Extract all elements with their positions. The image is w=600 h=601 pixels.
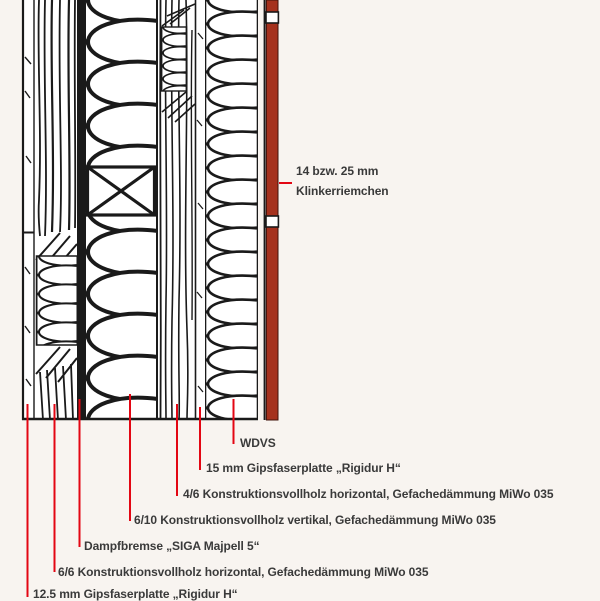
layer-gypsum-12-5 xyxy=(21,0,35,420)
layer-vapour-barrier xyxy=(77,0,84,420)
layer-gypsum-15 xyxy=(194,0,204,420)
layer-kvh-6-10 xyxy=(84,0,158,420)
label-kvh-6-10: 6/10 Konstruktionsvollholz vertikal, Gef… xyxy=(134,513,496,527)
label-klinker-line2: Klinkerriemchen xyxy=(296,184,389,198)
leader-lines xyxy=(26,182,292,597)
label-gypsum-12-5: 12.5 mm Gipsfaserplatte „Rigidur H“ xyxy=(33,587,238,601)
layer-wdvs xyxy=(205,0,258,420)
label-kvh-4-6: 4/6 Konstruktionsvollholz horizontal, Ge… xyxy=(183,487,554,501)
label-wdvs: WDVS xyxy=(240,436,276,450)
label-kvh-6-6: 6/6 Konstruktionsvollholz horizontal, Ge… xyxy=(58,565,429,579)
mortar-joint xyxy=(265,11,280,24)
layer-klinker xyxy=(265,0,280,421)
layer-kvh-6-6 xyxy=(35,0,79,421)
label-klinker-line1: 14 bzw. 25 mm xyxy=(296,164,379,178)
label-klinker: 14 bzw. 25 mm Klinkerriemchen xyxy=(296,161,389,201)
label-gypsum-15: 15 mm Gipsfaserplatte „Rigidur H“ xyxy=(206,461,401,475)
layer-adhesive-line xyxy=(263,0,266,420)
mortar-joint xyxy=(265,215,280,228)
layer-kvh-4-6 xyxy=(158,0,205,421)
timber-cross-section xyxy=(85,165,157,217)
label-vapour: Dampfbremse „SIGA Majpell 5“ xyxy=(84,539,260,553)
